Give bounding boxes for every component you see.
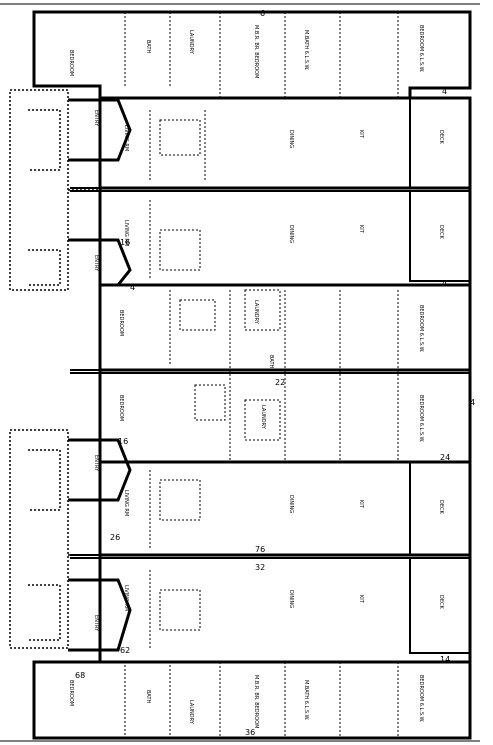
dimension-text: 16 — [118, 437, 128, 446]
room-label: M.B.R. BR. BEDROOM — [253, 675, 259, 728]
room-label: KIT — [358, 500, 364, 509]
dimension-text: 76 — [255, 545, 265, 554]
unit-1 — [98, 96, 472, 190]
dimension-text: 22 — [275, 378, 285, 387]
entry-walls — [68, 98, 132, 652]
deck-box-4 — [409, 557, 471, 654]
unit-2 — [98, 186, 472, 287]
dimension-text: 16 — [120, 238, 130, 247]
room-label: DINING — [288, 225, 294, 243]
room-label: ENTRY — [93, 615, 99, 632]
room-label: DINING — [288, 495, 294, 513]
unit-6 — [98, 553, 472, 664]
dimension-text: 68 — [75, 671, 85, 680]
dimension-text: 26 — [110, 533, 120, 542]
room-label: ENTRY — [93, 255, 99, 272]
room-label: BATH — [145, 40, 151, 54]
room-label: M.B.R. BR. BEDROOM — [253, 25, 259, 78]
dimension-text: 4 — [442, 87, 447, 96]
room-label: BATH — [268, 355, 274, 369]
room-label: LAUNDRY — [188, 700, 194, 725]
dimension-text: 36 — [245, 728, 255, 737]
room-label: LAUNDRY — [188, 30, 194, 55]
room-label: LIVING RM — [123, 125, 129, 151]
deck-box-3 — [409, 461, 471, 556]
dimension-text: 4 — [130, 283, 135, 292]
room-label: BEDROOM — [68, 680, 74, 706]
room-label: ENTRY — [93, 110, 99, 127]
room-label: LIVING RM — [123, 490, 129, 516]
room-label: DECK — [438, 130, 444, 145]
dimension-text: 6 — [260, 9, 265, 18]
room-labels: BEDROOM BATH LAUNDRY M.B.R. BR. BEDROOM … — [68, 25, 444, 728]
room-label: BEDROOM 6.L.S.W. — [418, 395, 424, 443]
unit-5 — [98, 460, 472, 557]
dimension-text: 4 — [442, 279, 447, 288]
dimension-text: 32 — [255, 563, 265, 572]
decks — [409, 97, 471, 654]
room-label: BEDROOM 6.L.S.W. — [418, 305, 424, 353]
room-label: DECK — [438, 225, 444, 240]
dimension-labels: 4 4 4 24 14 16 16 22 76 32 62 68 6 4 26 … — [75, 9, 475, 737]
dimension-text: 4 — [470, 398, 475, 407]
room-label: BATH — [145, 690, 151, 704]
room-label: M.BATH 6.L.S.W. — [303, 30, 309, 71]
bottom-end-unit — [32, 660, 472, 740]
room-label: LAUNDRY — [260, 405, 266, 430]
interior-partitions — [124, 12, 399, 738]
room-label: LIVING RM — [123, 220, 129, 246]
room-label: DECK — [438, 500, 444, 515]
room-label: KIT — [358, 225, 364, 234]
room-label: BEDROOM — [118, 395, 124, 421]
dimension-text: 24 — [440, 453, 450, 462]
porch-stairs — [9, 89, 100, 649]
deck-box-2 — [409, 190, 471, 282]
dimension-text: 14 — [440, 655, 450, 664]
room-label: DINING — [288, 130, 294, 148]
deck-box-1 — [409, 97, 471, 189]
top-end-unit — [32, 10, 472, 100]
room-label: BEDROOM — [68, 50, 74, 76]
room-label: BEDROOM 6.L.S.W. — [418, 675, 424, 723]
room-label: BEDROOM — [118, 310, 124, 336]
room-label: M.BATH 6.L.S.W. — [303, 680, 309, 721]
room-label: LAUNDRY — [253, 300, 259, 325]
party-walls — [70, 187, 470, 559]
room-label: DINING — [288, 590, 294, 608]
bottom-dimension-line — [0, 3, 480, 742]
room-label: KIT — [358, 595, 364, 604]
room-label: KIT — [358, 130, 364, 139]
room-label: ENTRY — [93, 455, 99, 472]
dimension-text: 62 — [120, 646, 130, 655]
room-label: LIVING RM — [123, 585, 129, 611]
room-label: BEDROOM 6.L.S.W. — [418, 25, 424, 73]
room-label: DECK — [438, 595, 444, 610]
